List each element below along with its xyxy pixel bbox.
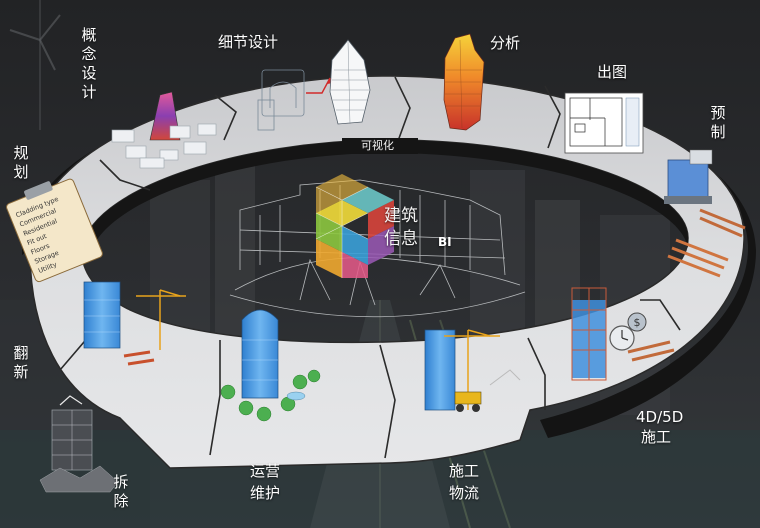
detail-design-model — [257, 39, 371, 131]
operation-model — [220, 309, 321, 422]
stage-label-detail-design: 细节设计 — [218, 33, 279, 51]
drawings-sheet — [564, 92, 644, 154]
dollar-icon: $ — [634, 316, 641, 329]
prefab-model — [664, 149, 746, 278]
ring-caption-visualization: 可视化 — [361, 139, 394, 152]
stage-label-prefabrication: 预制 — [710, 104, 726, 141]
renovation-model — [83, 281, 186, 366]
stage-label-renovation: 翻新 — [13, 344, 29, 381]
lifecycle-ring — [22, 75, 756, 469]
bim-cube-icon — [315, 174, 394, 278]
concept-design-model — [111, 91, 217, 169]
stage-label-planning: 规划 — [13, 144, 29, 181]
center-label-bim-line1: 建筑 — [384, 206, 418, 226]
stage-label-demolition: 拆除 — [113, 473, 129, 510]
stage-label-4d5d-line2: 施工 — [641, 428, 672, 446]
planning-clipboard: Cladding type Commercial Residential Fit… — [6, 178, 103, 283]
analysis-model — [443, 33, 485, 131]
construction-4d5d-model: $ — [571, 287, 675, 381]
stage-label-operation-line2: 维护 — [250, 484, 281, 502]
stage-label-drawings: 出图 — [597, 63, 628, 81]
center-label-bi: BI — [438, 235, 452, 249]
stage-label-concept-design: 概念设计 — [81, 26, 97, 101]
stage-label-4d5d-line1: 4D/5D — [636, 408, 684, 426]
stage-label-logistics-line1: 施工 — [449, 462, 480, 480]
demolition-model — [39, 395, 119, 493]
stage-label-logistics-line2: 物流 — [449, 484, 480, 502]
stage-label-operation-line1: 运营 — [250, 462, 281, 480]
logistics-model — [424, 329, 521, 412]
stage-label-analysis: 分析 — [490, 34, 521, 52]
center-label-bim-line2: 信息 — [384, 229, 418, 249]
